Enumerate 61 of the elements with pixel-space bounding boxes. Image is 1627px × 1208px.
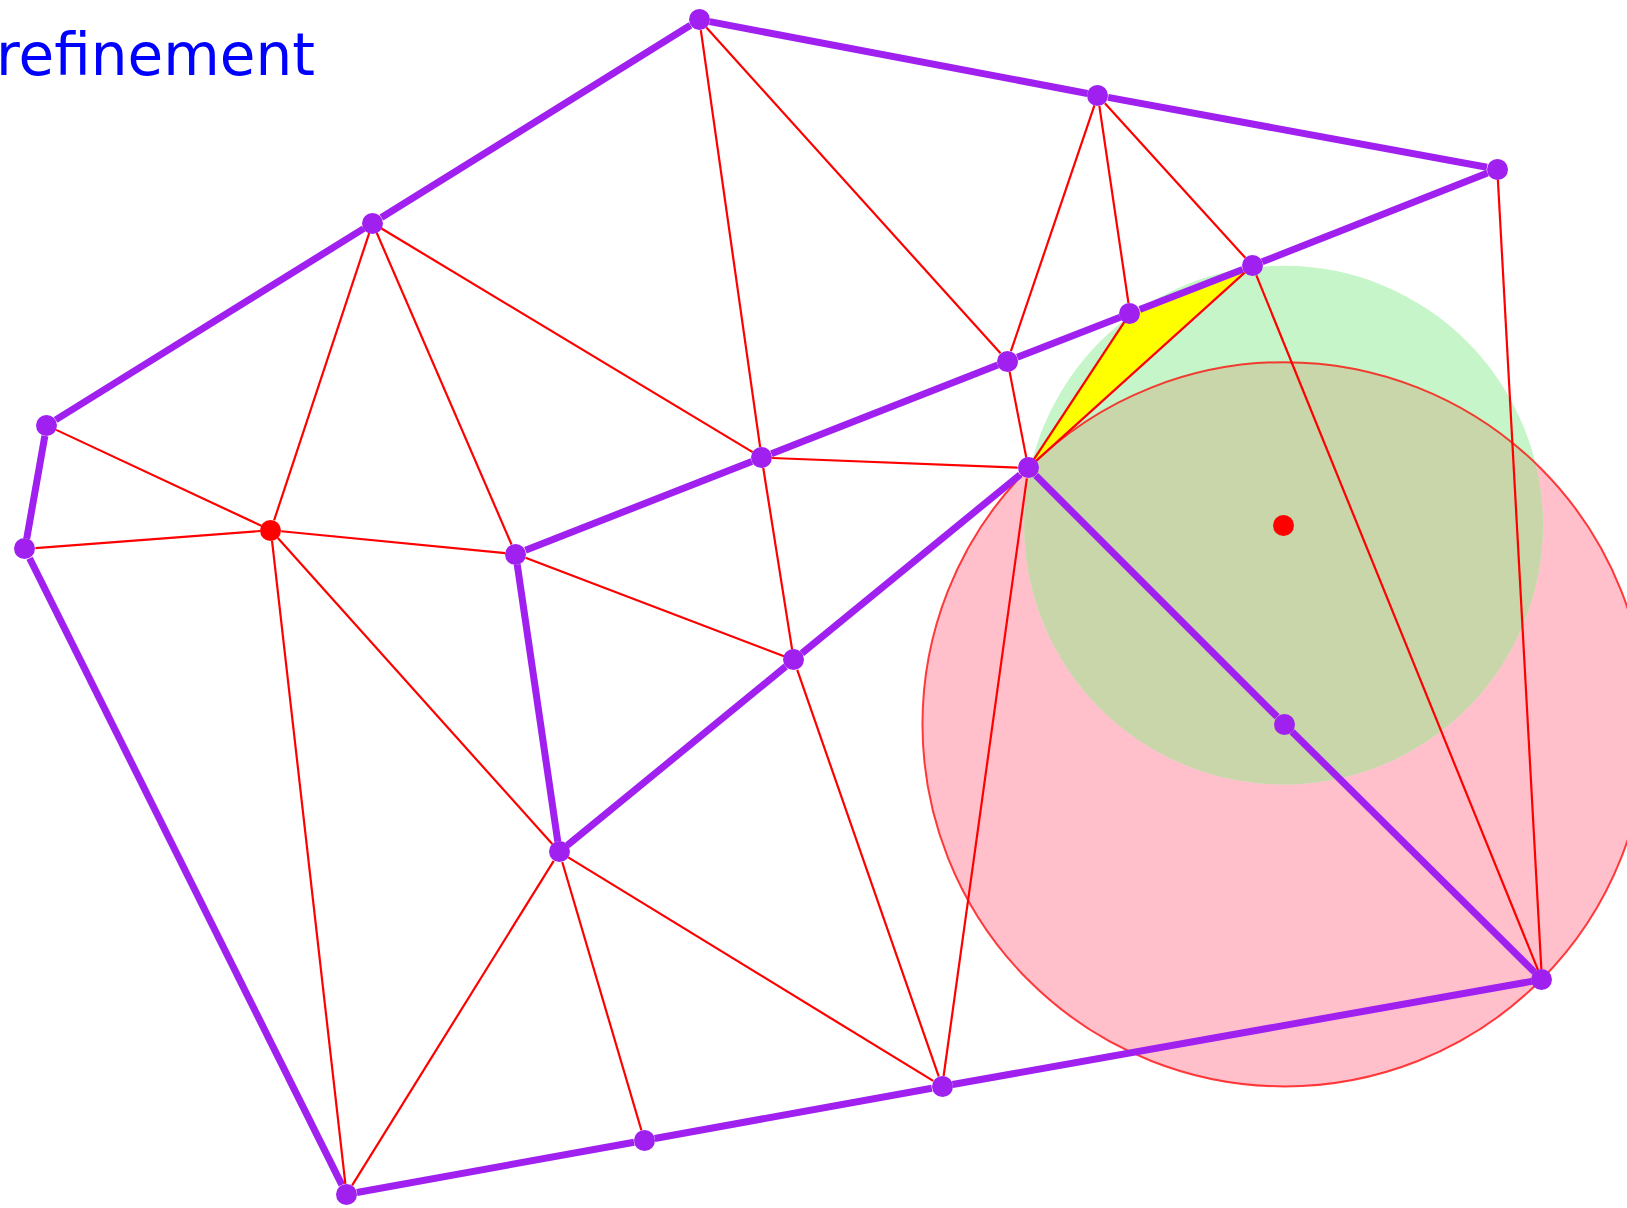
- mesh-vertex: [751, 447, 773, 469]
- mesh-edge: [705, 26, 1002, 355]
- mesh-edge: [1098, 105, 1130, 304]
- mesh-edge: [525, 556, 785, 658]
- mesh-edge: [561, 861, 643, 1131]
- mesh-edge: [277, 537, 554, 845]
- mesh-edge: [1009, 105, 1096, 352]
- mesh-edge: [951, 977, 1533, 1088]
- mesh-edge: [1033, 321, 1126, 460]
- mesh-edge: [699, 29, 762, 448]
- mesh-edge: [53, 225, 366, 423]
- mesh-edge: [513, 563, 562, 842]
- mesh-edge: [356, 1138, 635, 1196]
- mesh-vertex: [260, 519, 282, 541]
- mesh-edge: [1138, 266, 1244, 313]
- mesh-vertex: [1087, 84, 1109, 106]
- mesh-edge: [281, 530, 506, 555]
- mesh-edge: [942, 478, 1028, 1077]
- mesh-vertex: [336, 1183, 358, 1205]
- mesh-edge: [524, 458, 754, 554]
- mesh-edge: [1260, 169, 1489, 266]
- mesh-vertex: [688, 9, 710, 31]
- mesh-vertex: [633, 1129, 655, 1151]
- mesh-edge: [351, 860, 555, 1186]
- mesh-edge: [270, 540, 347, 1184]
- mesh-edge: [762, 467, 794, 650]
- mesh-edge: [709, 18, 1089, 97]
- mesh-vertex: [931, 1075, 953, 1097]
- mesh-edge: [35, 529, 261, 550]
- mesh-edge: [26, 556, 345, 1187]
- mesh-vertex: [14, 538, 36, 560]
- mesh-vertex: [362, 212, 383, 234]
- mesh-vertex: [505, 543, 527, 565]
- mesh-vertex: [36, 414, 58, 436]
- mesh-edge: [55, 428, 262, 527]
- mesh-vertex: [1486, 158, 1508, 180]
- mesh-vertex: [1119, 302, 1141, 324]
- mesh-edge: [1033, 472, 1280, 720]
- mesh-edge: [1008, 371, 1028, 458]
- mesh-edge: [379, 22, 693, 221]
- mesh-edge: [1104, 102, 1247, 259]
- mesh-edge: [770, 361, 1000, 457]
- mesh-edge: [1289, 729, 1537, 975]
- mesh-edge: [654, 1084, 933, 1142]
- mesh-edge: [1016, 313, 1122, 361]
- mesh-edge: [1255, 274, 1539, 971]
- mesh-edge: [567, 856, 934, 1082]
- mesh-vertex: [548, 841, 570, 863]
- mesh-vertex: [997, 350, 1019, 372]
- heading-text: refinement: [0, 26, 315, 84]
- mesh-edge: [772, 456, 1018, 469]
- mesh-edge: [796, 669, 940, 1077]
- mesh-edge: [799, 471, 1023, 656]
- mesh-edge: [380, 227, 754, 454]
- mesh-edge: [565, 663, 788, 848]
- mesh-vertex: [783, 649, 805, 671]
- mesh-edge: [273, 232, 371, 521]
- mesh-edge: [1107, 93, 1488, 171]
- mesh-edge: [1496, 179, 1543, 970]
- mesh-edge: [23, 435, 49, 540]
- mesh-edge: [375, 232, 513, 545]
